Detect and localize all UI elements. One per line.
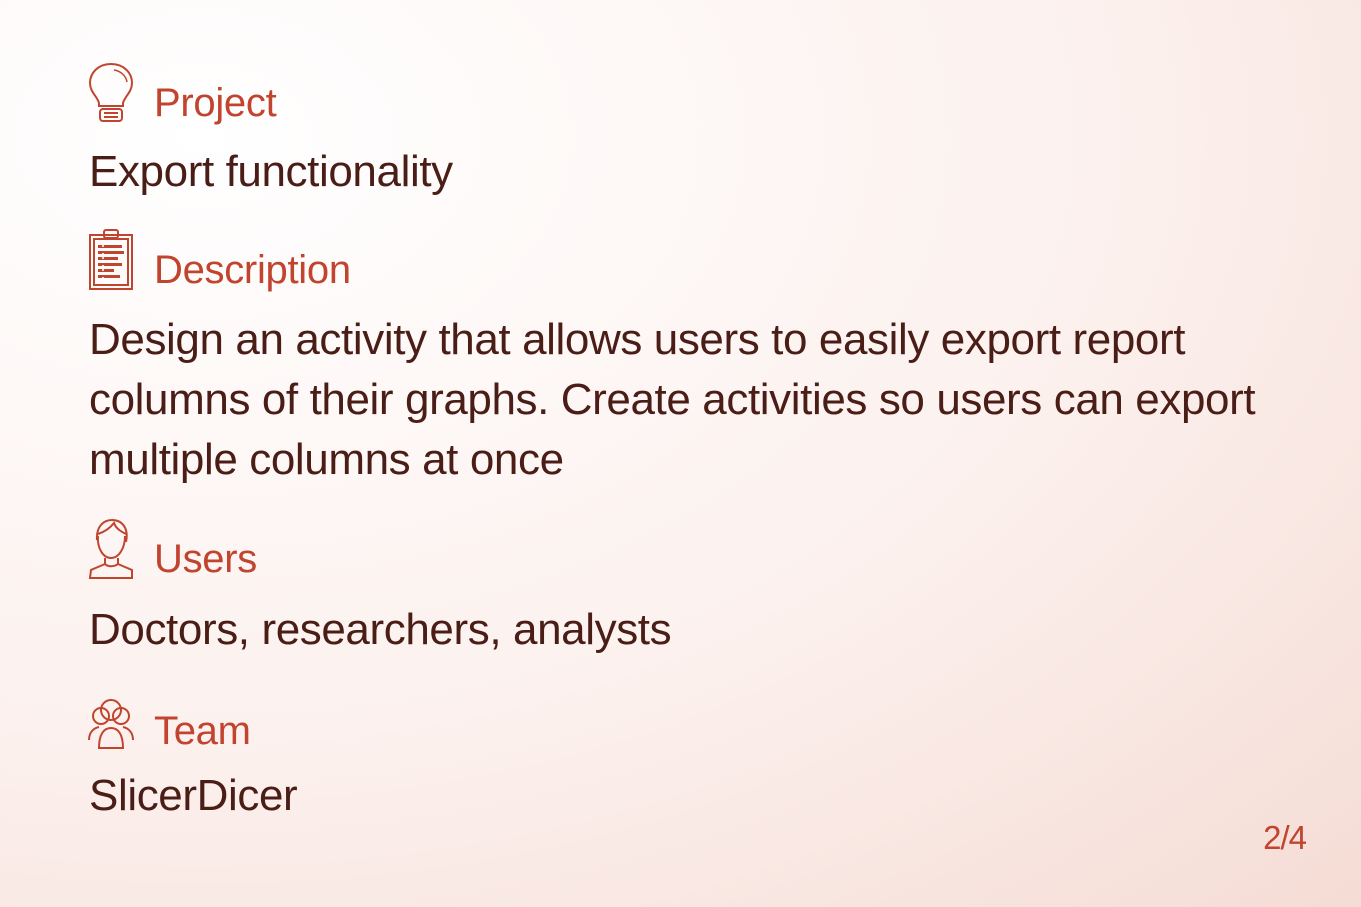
- users-value: Doctors, researchers, analysts: [89, 605, 672, 654]
- team-header: Team: [88, 690, 251, 752]
- description-label: Description: [154, 248, 351, 292]
- project-value: Export functionality: [89, 147, 453, 196]
- users-header: Users: [88, 518, 257, 580]
- team-label: Team: [154, 709, 251, 753]
- description-value: Design an activity that allows users to …: [89, 315, 1256, 484]
- project-header: Project: [88, 62, 277, 125]
- project-label: Project: [154, 81, 277, 125]
- clipboard-icon: [88, 229, 134, 291]
- team-icon: [88, 690, 134, 752]
- team-value: SlicerDicer: [89, 771, 298, 820]
- lightbulb-icon: [88, 62, 134, 124]
- user-icon: [88, 518, 134, 580]
- users-label: Users: [154, 537, 257, 581]
- description-header: Description: [88, 229, 351, 291]
- page-number: 2/4: [1263, 819, 1307, 856]
